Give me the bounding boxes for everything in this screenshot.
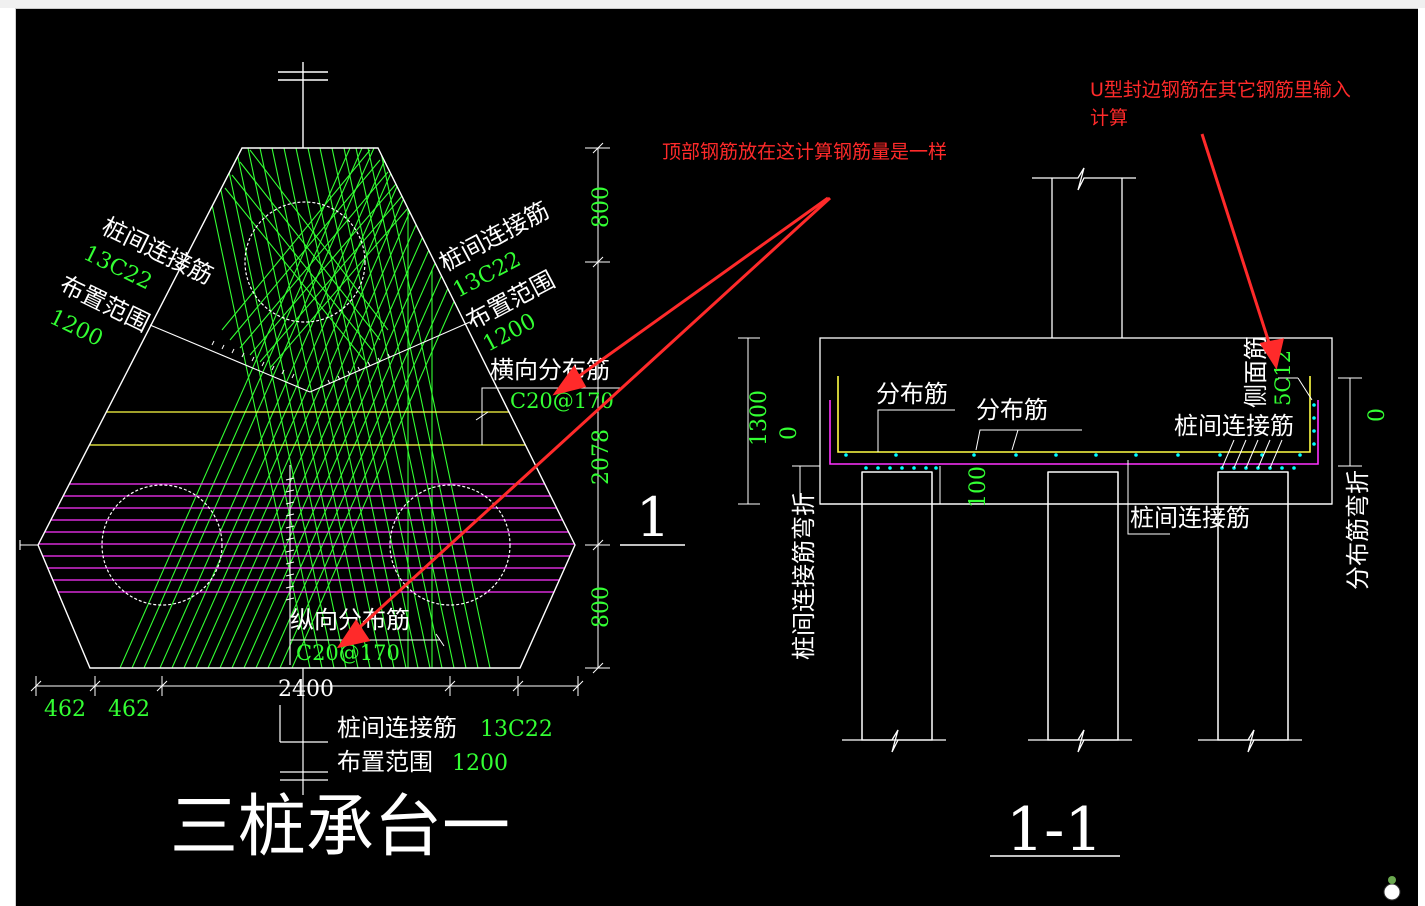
section-dim-height: 1300	[747, 390, 772, 446]
window-top-bar	[0, 0, 1425, 9]
green-rebar-bands	[119, 148, 523, 668]
section-left-vertical: 桩间连接筋弯折	[790, 492, 818, 660]
bottom-rebar-spec: 13C22	[480, 717, 553, 742]
section-connect-bottom: 桩间连接筋	[1130, 504, 1250, 532]
window-right-margin	[1418, 8, 1425, 906]
magenta-rebar	[38, 483, 575, 593]
plan-title: 三桩承台一	[170, 788, 510, 867]
window-left-margin	[0, 8, 16, 906]
section-connect-top: 桩间连接筋	[1174, 412, 1294, 440]
corner-sprite-icon	[1383, 876, 1401, 901]
transverse-label: 横向分布筋	[490, 356, 610, 384]
section-leaders	[877, 377, 1313, 535]
section-column	[1032, 167, 1136, 338]
section-magenta-bar	[829, 400, 1319, 465]
section-title: 1-1	[1006, 795, 1103, 865]
dim-bottom-total: 2400	[278, 677, 334, 702]
u-rebar-note-line2: 计算	[1090, 107, 1128, 129]
annotations: 顶部钢筋放在这计算钢筋量是一样 U型封边钢筋在其它钢筋里输入 计算	[336, 79, 1351, 649]
lower-axis-symbol	[279, 668, 328, 795]
section-left-dimension	[738, 337, 941, 505]
section-yellow-bar	[837, 376, 1311, 453]
bottom-dimension	[30, 676, 584, 696]
section-dim-right-zero: 0	[1365, 408, 1390, 422]
dim-bottom-left2: 462	[108, 697, 150, 722]
bottom-range-value: 1200	[452, 751, 508, 776]
top-rebar-note: 顶部钢筋放在这计算钢筋量是一样	[662, 141, 947, 163]
dim-bottom-left1: 462	[44, 697, 86, 722]
section-view: 1300 0 100 0 分布筋 分布筋 桩间连接筋 桩间连接筋 侧面筋 5C1…	[738, 167, 1390, 865]
plan-view: 桩间连接筋 13C22 布置范围 1200 桩间连接筋 13C22 布置范围 1…	[19, 62, 685, 867]
yellow-rebar	[38, 411, 575, 446]
pile-top	[244, 201, 366, 323]
cad-drawing: 桩间连接筋 13C22 布置范围 1200 桩间连接筋 13C22 布置范围 1…	[19, 62, 1401, 901]
dim-right-bottom: 800	[589, 586, 614, 628]
section-right-dimension	[1338, 377, 1362, 467]
section-dim-left-zero: 0	[777, 426, 802, 440]
section-dist-label-1: 分布筋	[876, 380, 948, 408]
u-rebar-note-line1: U型封边钢筋在其它钢筋里输入	[1090, 79, 1351, 101]
bottom-rebar-name: 桩间连接筋	[337, 714, 457, 742]
pile-left	[101, 484, 223, 606]
cad-canvas[interactable]: 桩间连接筋 13C22 布置范围 1200 桩间连接筋 13C22 布置范围 1…	[16, 9, 1418, 906]
section-dim-cover: 100	[966, 466, 991, 508]
pile-right	[389, 484, 511, 606]
bottom-range-label: 布置范围	[337, 748, 433, 776]
leader-ticks	[211, 340, 391, 601]
section-right-vertical: 分布筋弯折	[1344, 470, 1372, 590]
section-mark-number: 1	[636, 486, 670, 549]
dim-right-middle: 2078	[589, 429, 614, 485]
section-dist-label-2: 分布筋	[976, 396, 1048, 424]
column-axis-symbol	[278, 62, 328, 148]
dim-right-top: 800	[589, 186, 614, 228]
